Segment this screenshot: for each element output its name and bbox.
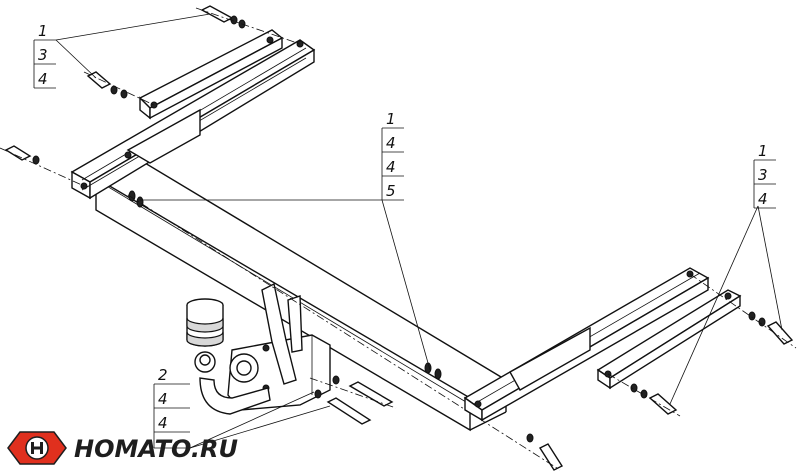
callout-top-left-2: 3: [38, 46, 48, 64]
callout-center-4: 5: [386, 182, 396, 200]
callout-top-left-3: 4: [38, 70, 48, 88]
right-bracket: [463, 267, 710, 422]
callout-right-2: 3: [758, 166, 768, 184]
bolt-set-right: [630, 311, 794, 415]
bolt-set-bottom: [314, 375, 564, 471]
callout-center: 1 4 4 5: [381, 110, 404, 201]
callout-top-left-1: 1: [38, 22, 48, 40]
logo-icon: [7, 431, 67, 465]
ball-cap: [186, 298, 224, 347]
bolt-set-top-left-1: [200, 5, 246, 29]
callout-bottom-left-1: 2: [158, 366, 168, 384]
leader-lines: [55, 13, 783, 449]
callout-right-3: 4: [758, 190, 768, 208]
callout-right: 1 3 4: [753, 142, 776, 209]
logo-text: HOMATO.RU: [74, 435, 238, 463]
callout-bottom-left-3: 4: [158, 414, 168, 432]
callout-center-3: 4: [386, 158, 396, 176]
bolt-set-center: [128, 190, 442, 380]
callout-center-2: 4: [386, 134, 396, 152]
callout-center-1: 1: [386, 110, 396, 128]
assembly-axes: [0, 7, 797, 471]
callout-right-1: 1: [758, 142, 768, 160]
callout-bottom-left: 2 4 4: [153, 366, 190, 449]
callout-top-left: 1 3 4: [33, 22, 56, 89]
homato-logo: HOMATO.RU: [7, 431, 238, 465]
left-bracket: [70, 39, 316, 200]
bolt-set-left: [4, 145, 40, 165]
tow-ball: [194, 351, 271, 415]
tow-mount: [227, 282, 331, 411]
callout-bottom-left-2: 4: [158, 390, 168, 408]
